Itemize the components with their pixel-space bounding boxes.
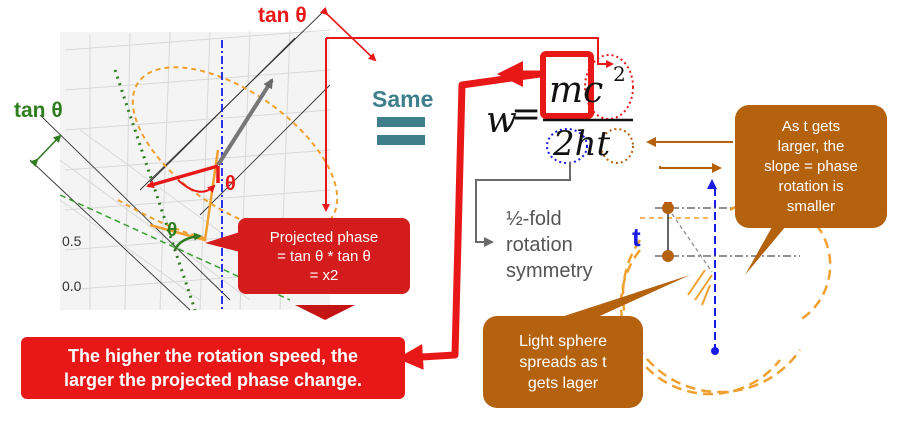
brown-connector [659, 163, 722, 173]
equation-equals: = [511, 94, 542, 135]
half-fold-label: ½-fold rotation symmetry [506, 206, 593, 284]
projected-phase-line-1: Projected phase [269, 228, 379, 246]
t-larger-line-3: slope = phase [764, 157, 858, 175]
highlight-m-box [540, 51, 594, 119]
higher-speed-line-2: larger the projected phase change. [63, 370, 363, 390]
tan-top-label: tan θ [258, 4, 307, 27]
projected-phase-callout: Projected phase = tan θ * tan θ = x2 [238, 218, 410, 294]
half-fold-line-2: rotation [506, 234, 573, 256]
red-angle-arc [177, 179, 216, 194]
equation-exponent: 2 [613, 62, 626, 86]
red-projection-arrow [146, 164, 219, 189]
gray-connector [475, 162, 571, 247]
higher-speed-line-1: The higher the rotation speed, the [67, 346, 359, 366]
equation-denominator: 2ht [553, 124, 611, 164]
higher-speed-callout: The higher the rotation speed, the large… [21, 337, 405, 399]
t-larger-line-4: rotation is [778, 177, 844, 195]
half-fold-line-1: ½-fold [506, 208, 562, 230]
equation-w: w [486, 100, 517, 141]
red-connector-top [326, 37, 614, 68]
t-larger-callout: As t gets larger, the slope = phase rota… [735, 105, 887, 228]
t-axis-label: t [632, 222, 641, 252]
theta-red-label: θ [225, 173, 236, 195]
tick-label-05: 0.5 [62, 233, 82, 249]
highlight-c2-circle [584, 54, 634, 120]
tick-label-00: 0.0 [62, 278, 82, 294]
green-angle-arc [173, 232, 202, 251]
same-label: Same [372, 86, 434, 112]
t-larger-line-2: larger, the [777, 137, 845, 155]
highlight-2-circle [546, 128, 588, 164]
green-dotted-line [113, 69, 197, 311]
equal-bar-top [377, 117, 425, 127]
projected-phase-tail [205, 232, 240, 252]
t-larger-line-1: As t gets [781, 117, 841, 135]
theta-green-label: θ [167, 220, 178, 241]
equal-bar-bottom [377, 135, 425, 145]
tan-left-dimension-arrow [29, 134, 62, 168]
projected-phase-line-2: = tan θ * tan θ [277, 247, 371, 265]
light-sphere-diagram [619, 179, 832, 396]
highlight-t-circle [600, 128, 634, 164]
t-larger-line-5: smaller [786, 197, 836, 215]
half-fold-line-3: symmetry [506, 260, 593, 282]
projected-phase-bottom-tail [295, 305, 355, 320]
light-sphere-line-1: Light sphere [518, 332, 608, 350]
light-sphere-tail [558, 275, 690, 325]
rotation-vector [216, 78, 274, 167]
equation-numerator: mc [549, 70, 604, 111]
light-sphere-callout: Light sphere spreads as t gets lager [483, 316, 643, 408]
light-sphere-line-2: spreads as t [519, 353, 607, 371]
light-sphere-line-3: gets lager [527, 374, 599, 392]
projected-phase-line-3: = x2 [309, 266, 339, 284]
tan-left-label: tan θ [14, 99, 63, 122]
projected-phase-circle [117, 66, 339, 239]
